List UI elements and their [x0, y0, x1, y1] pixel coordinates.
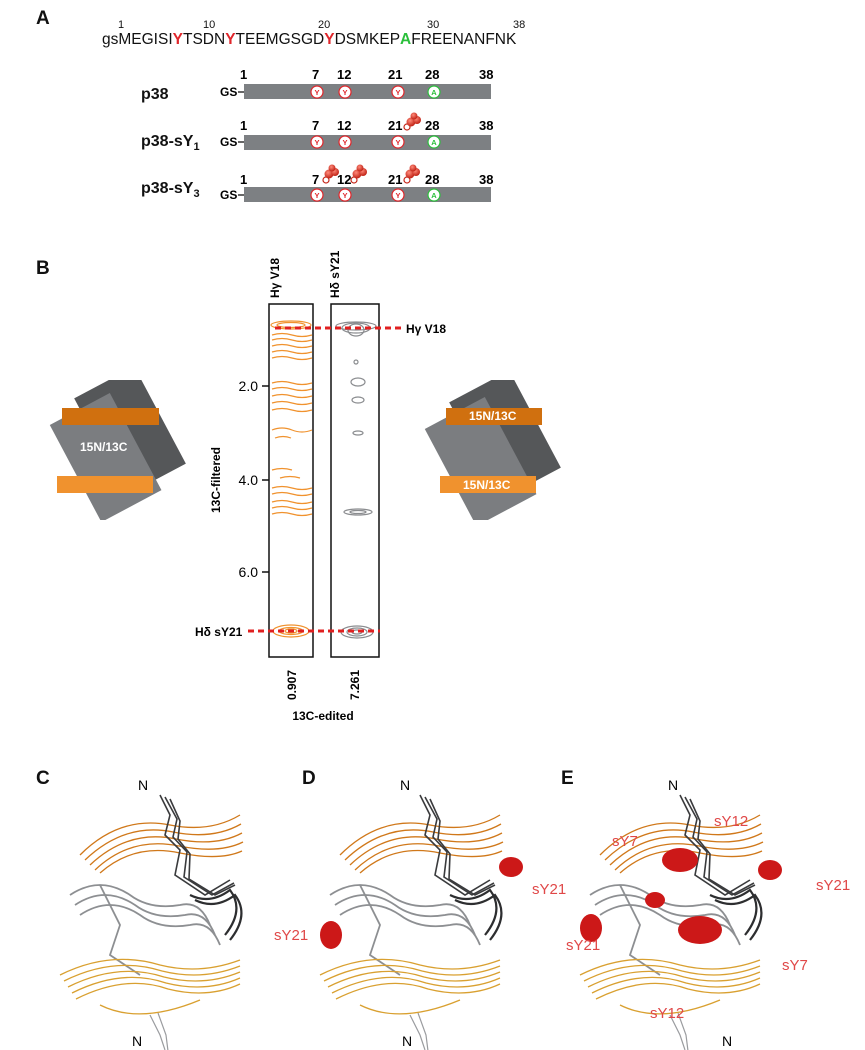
x-tick-1: 0.907: [285, 670, 299, 700]
ensemble-c: [60, 795, 243, 1050]
svg-text:1: 1: [240, 118, 247, 133]
svg-text:28: 28: [425, 67, 439, 82]
svg-text:Y: Y: [314, 138, 319, 147]
e-label-sy21-right: sY21: [816, 877, 850, 894]
svg-text:1: 1: [240, 172, 247, 187]
svg-text:1: 1: [240, 67, 247, 82]
svg-text:Y: Y: [314, 191, 319, 200]
c-n-top: N: [138, 777, 148, 793]
y-tick-4: 4.0: [239, 472, 259, 488]
strip1-contours: [271, 321, 312, 637]
c-n-bottom: N: [132, 1033, 142, 1049]
schematic-bar-bottom: [57, 476, 153, 493]
e-n-top: N: [668, 777, 678, 793]
sulfate-group-21: [404, 113, 421, 131]
svg-text:7: 7: [312, 118, 319, 133]
svg-text:12: 12: [337, 172, 351, 187]
e-label-sy7-top: sY7: [612, 833, 638, 850]
schematic-bar-top: [62, 408, 159, 425]
e-label-sy7-bottom: sY7: [782, 957, 808, 974]
svg-text:Y: Y: [342, 88, 347, 97]
construct-diagram: GS 1 7 12 21 28 38 Y Y Y A GS 1 7 12 21 …: [0, 0, 865, 240]
structure-ensembles: N N N N N N sY21 sY21 sY7 sY12 sY21 sY21…: [0, 760, 865, 1050]
label-hd-sy21: Hδ sY21: [195, 625, 243, 639]
panel-label-b: B: [36, 258, 50, 280]
construct-bar: [244, 187, 491, 202]
y-tick-6: 6.0: [239, 564, 259, 580]
svg-text:GS: GS: [220, 135, 237, 149]
svg-text:12: 12: [337, 67, 351, 82]
svg-text:38: 38: [479, 172, 493, 187]
y-axis-label: 13C-filtered: [209, 447, 223, 513]
svg-text:28: 28: [425, 118, 439, 133]
construct-row-p38-sy3: GS 1 7 12 21 28 38 Y Y Y A: [220, 165, 493, 203]
strip2-frame: [331, 304, 379, 657]
svg-text:Y: Y: [314, 88, 319, 97]
x-axis-label: 13C-edited: [292, 709, 353, 723]
schematic-left-label: 15N/13C: [80, 440, 127, 454]
d-n-bottom: N: [402, 1033, 412, 1049]
d-label-sy21-left: sY21: [274, 927, 308, 944]
svg-text:28: 28: [425, 172, 439, 187]
svg-text:Y: Y: [395, 191, 400, 200]
construct-row-p38: GS 1 7 12 21 28 38 Y Y Y A: [220, 67, 493, 99]
ensemble-d: [320, 795, 503, 1050]
sulfate-group-12: [351, 165, 367, 184]
x-tick-2: 7.261: [348, 670, 362, 700]
label-hg-v18: Hγ V18: [406, 322, 446, 336]
svg-text:12: 12: [337, 118, 351, 133]
svg-text:A: A: [431, 191, 437, 200]
construct-bar: [244, 135, 491, 150]
sulfate-group-21: [404, 165, 420, 184]
strip2-contours: [336, 322, 376, 638]
y-tick-2: 2.0: [239, 378, 259, 394]
svg-text:Y: Y: [342, 138, 347, 147]
svg-text:A: A: [431, 138, 437, 147]
svg-text:Y: Y: [342, 191, 347, 200]
e-label-sy12-bottom: sY12: [650, 1005, 684, 1022]
svg-text:Y: Y: [395, 138, 400, 147]
svg-text:21: 21: [388, 67, 402, 82]
e-n-bottom: N: [722, 1033, 732, 1049]
svg-text:Y: Y: [395, 88, 400, 97]
construct-bar: [244, 84, 491, 99]
construct-row-p38-sy1: GS 1 7 12 21 28 38 Y Y Y A: [220, 113, 493, 151]
svg-text:38: 38: [479, 118, 493, 133]
d-n-top: N: [400, 777, 410, 793]
svg-text:38: 38: [479, 67, 493, 82]
svg-text:21: 21: [388, 118, 402, 133]
svg-text:A: A: [431, 88, 437, 97]
e-label-sy21-left: sY21: [566, 937, 600, 954]
svg-text:7: 7: [312, 67, 319, 82]
svg-text:7: 7: [312, 172, 319, 187]
e-label-sy12-top: sY12: [714, 813, 748, 830]
svg-text:GS: GS: [220, 188, 237, 202]
d-label-sy21-right: sY21: [532, 881, 566, 898]
nmr-strip-plot: Hγ V18 Hδ sY21 2.0 4.0 6.0 13C-filtered …: [180, 250, 560, 730]
gs-prefix: GS: [220, 85, 237, 99]
strip2-header: Hδ sY21: [328, 250, 342, 298]
svg-text:21: 21: [388, 172, 402, 187]
strip1-header: Hγ V18: [268, 258, 282, 298]
